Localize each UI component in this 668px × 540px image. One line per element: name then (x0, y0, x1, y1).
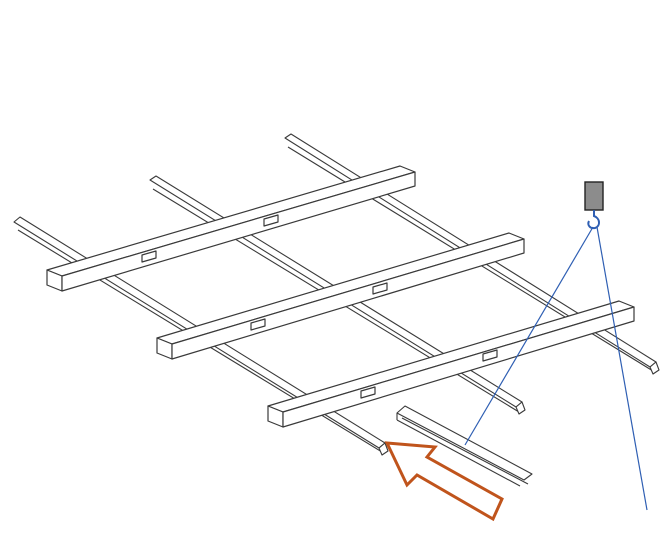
insertion-arrow (384, 441, 504, 522)
beam-2 (156, 232, 525, 360)
lifted-rail-top (396, 405, 533, 481)
hoist (464, 181, 648, 511)
lifted-rail-edge-3 (401, 417, 529, 485)
rail-2-end (515, 401, 526, 415)
rail-1-end (378, 442, 389, 456)
beam-1-slot-1 (141, 250, 157, 263)
hoist-cable-left (464, 226, 594, 446)
lifted-rail-edge-2 (396, 419, 521, 487)
rail-3-end (649, 361, 660, 375)
beam-3-slot-2 (482, 349, 498, 362)
beam-3-side (282, 306, 635, 428)
beam-2-slot-1 (250, 318, 266, 331)
lifted-rail (396, 405, 533, 487)
beam-1-top (46, 165, 416, 277)
beam-1 (46, 165, 416, 292)
beam-3-top (267, 300, 635, 413)
beam-1-side (61, 171, 416, 292)
arrow-outline-icon (384, 441, 504, 522)
hoist-cable-right (596, 226, 648, 511)
beam-2-slot-2 (372, 282, 388, 295)
beam-1-slot-2 (263, 214, 279, 227)
beam-3-slot-1 (360, 386, 376, 399)
beam-2-side (171, 238, 525, 360)
beam-3 (267, 300, 635, 428)
crane-hook-block (584, 181, 604, 211)
beam-2-top (156, 232, 525, 345)
crane-hook-icon (587, 210, 600, 230)
